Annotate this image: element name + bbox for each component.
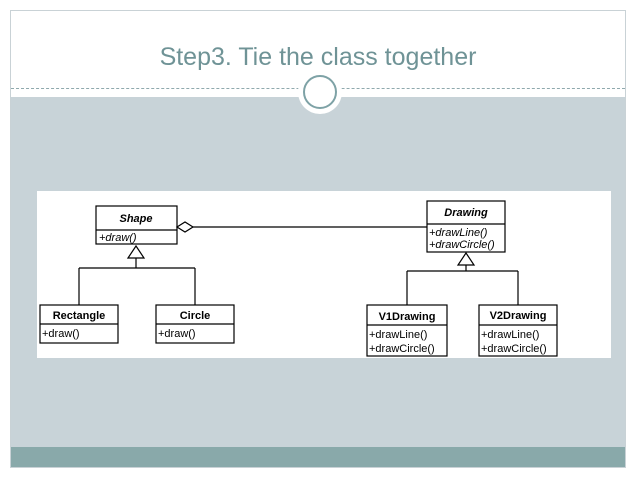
uml-diagram-panel (37, 191, 611, 358)
class-name-v2drawing: V2Drawing (490, 310, 547, 322)
inheritance-triangle-icon (456, 251, 476, 266)
class-name-circle: Circle (180, 310, 211, 322)
class-shape-box (95, 205, 178, 245)
method-rectangle-draw: +draw() (42, 328, 80, 340)
class-name-rectangle: Rectangle (53, 310, 106, 322)
class-name-shape: Shape (119, 213, 152, 225)
method-v1drawing-drawline: +drawLine() (369, 329, 427, 341)
uml-class-diagram: Shape +draw() Drawing +drawLine() +drawC… (39, 200, 558, 357)
decorative-circle-ring-icon (303, 75, 337, 109)
class-name-drawing: Drawing (444, 207, 488, 219)
slide-title: Step3. Tie the class together (159, 43, 477, 71)
method-shape-draw: +draw() (99, 232, 137, 244)
inheritance-triangle-icon (126, 244, 146, 259)
footer-bar (11, 447, 625, 467)
method-v1drawing-drawcircle: +drawCircle() (369, 343, 435, 355)
aggregation-diamond-icon (175, 221, 195, 233)
method-circle-draw: +draw() (158, 328, 196, 340)
method-v2drawing-drawline: +drawLine() (481, 329, 539, 341)
method-v2drawing-drawcircle: +drawCircle() (481, 343, 547, 355)
method-drawing-drawcircle: +drawCircle() (429, 239, 495, 251)
class-name-v1drawing: V1Drawing (379, 311, 436, 323)
method-drawing-drawline: +drawLine() (429, 227, 488, 239)
